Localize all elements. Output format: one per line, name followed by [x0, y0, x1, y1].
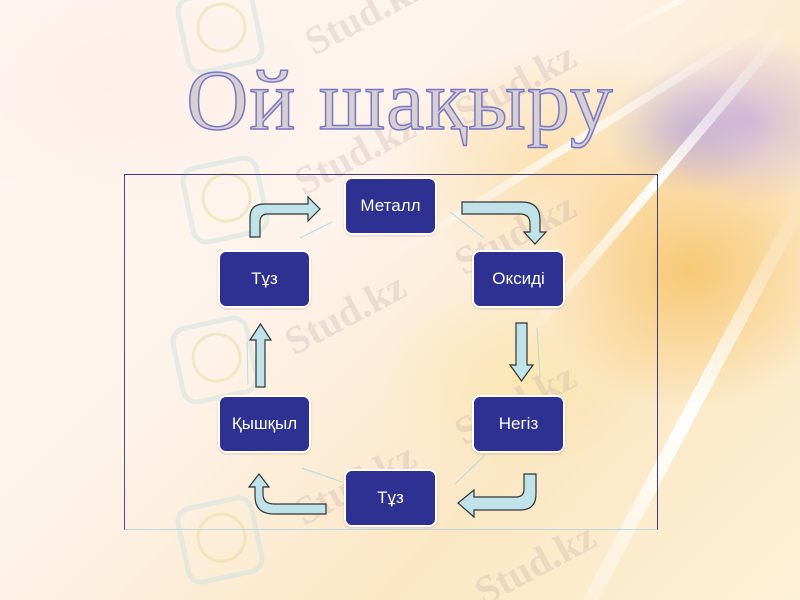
node-label: Қышқыл — [231, 414, 298, 433]
node-salt-left: Тұз — [218, 250, 311, 308]
diagram-frame — [124, 174, 658, 530]
node-salt-bottom: Тұз — [344, 469, 437, 527]
node-label: Металл — [360, 196, 421, 215]
node-acid: Қышқыл — [218, 395, 311, 453]
node-label: Тұз — [251, 269, 278, 288]
node-metal: Металл — [344, 177, 437, 235]
slide-title: Ой шақыру — [186, 51, 614, 149]
node-base: Негіз — [472, 395, 565, 453]
node-label: Тұз — [377, 488, 404, 507]
node-oxide: Оксиді — [472, 250, 565, 308]
node-label: Негіз — [498, 414, 539, 433]
node-label: Оксиді — [492, 269, 545, 288]
